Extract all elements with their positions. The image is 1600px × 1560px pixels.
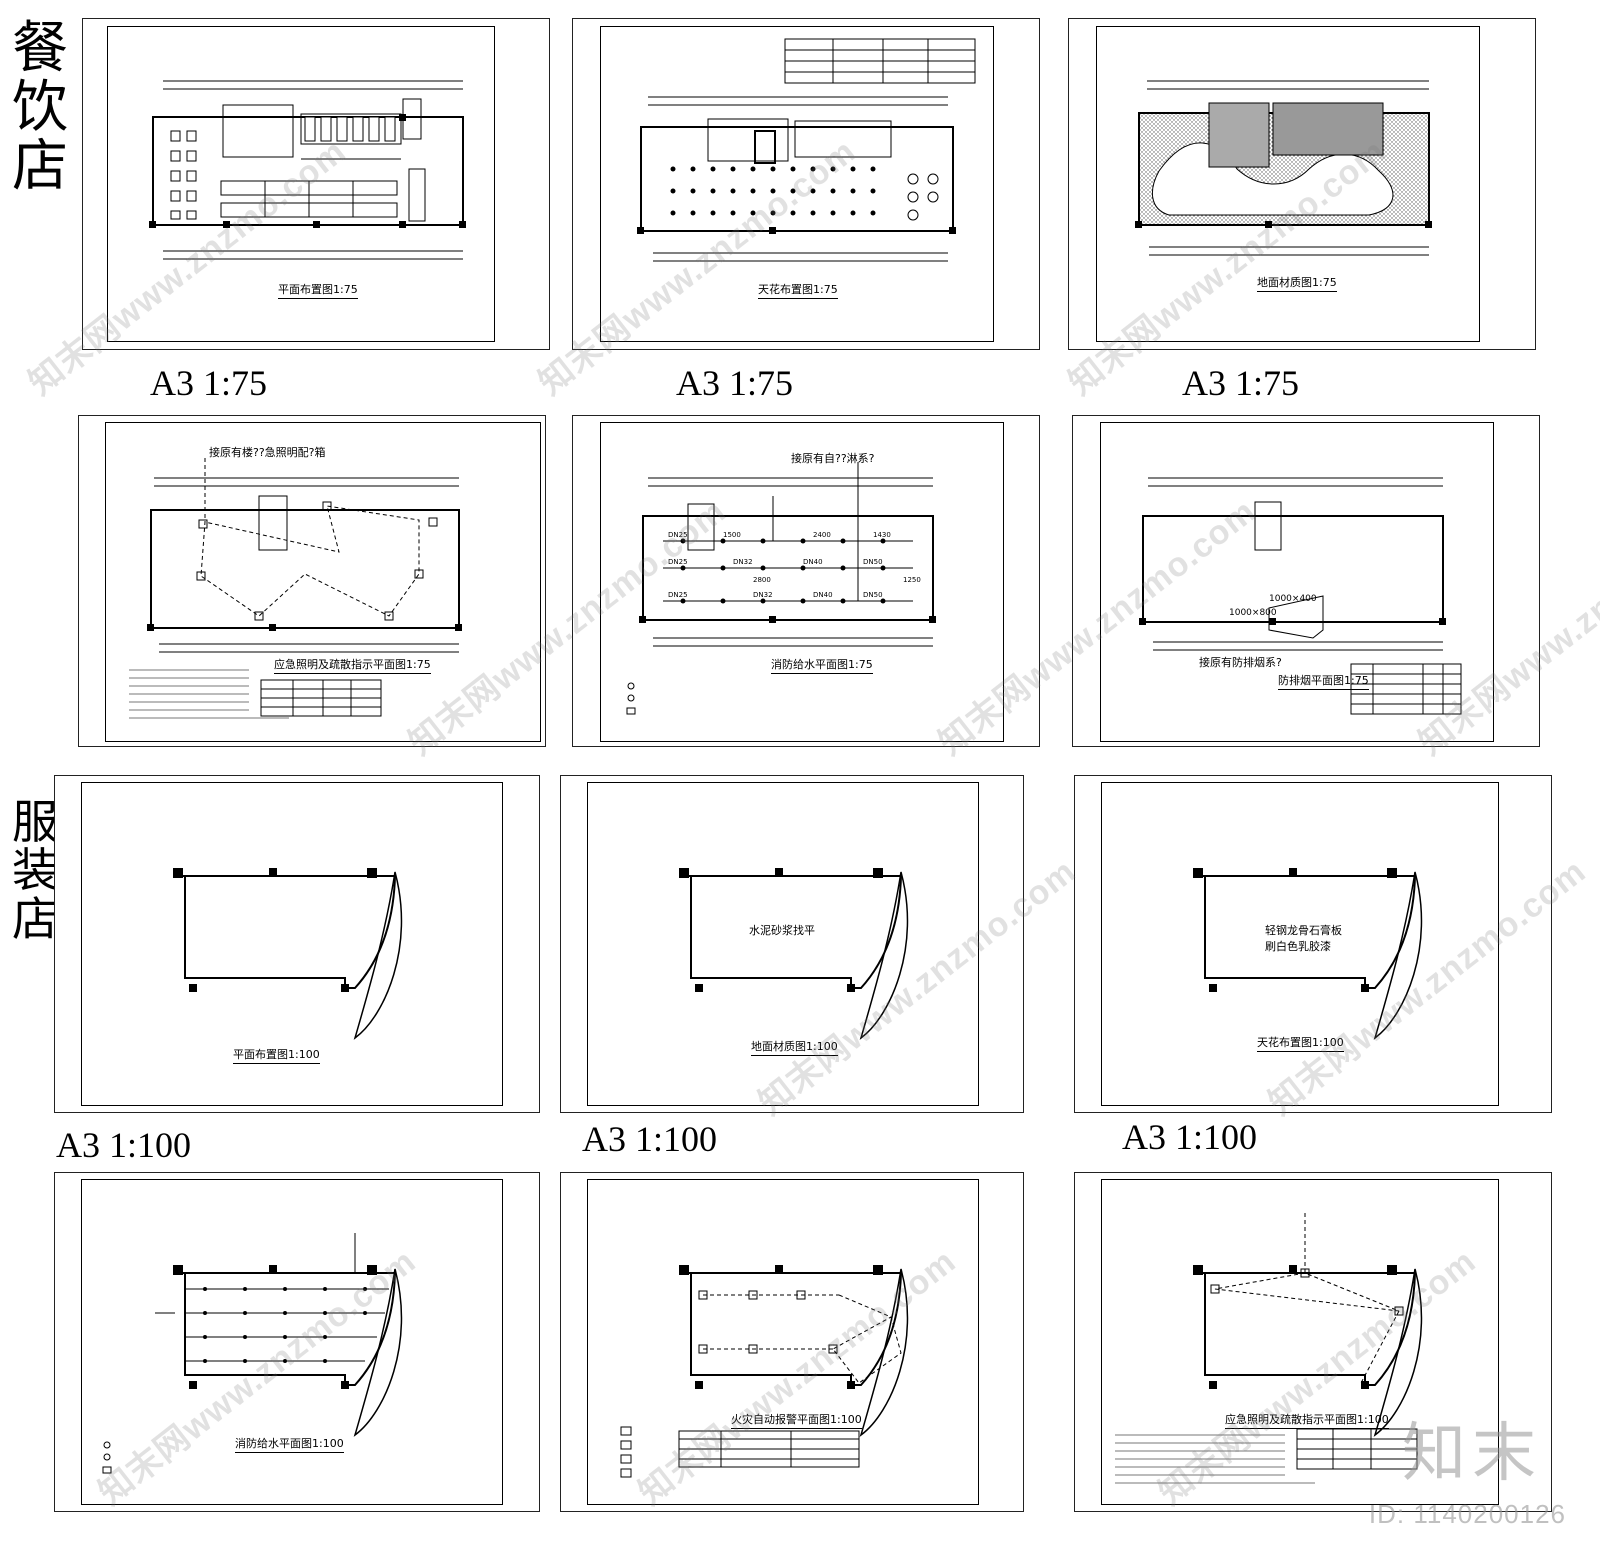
restaurant-floor-drawing [1135,80,1432,256]
pipe-label: DN25 [668,531,688,539]
scale-caption: A3 1:100 [56,1125,191,1165]
clothing-plan-drawing [173,868,403,1040]
clothing-ceiling-sheet[interactable]: 轻钢龙骨石膏板 刷白色乳胶漆 天花布置图1:100 [1074,775,1552,1113]
brand-logo: 知末 [1402,1417,1542,1491]
clothing-emergency-sheet[interactable]: 应急照明及疏散指示平面图1:100 [1074,1172,1552,1512]
pipe-label: DN32 [753,591,773,599]
pipe-label: 1500 [723,531,741,539]
section-label-clothing: 服装店 [12,795,58,946]
clothing-floor-drawing [679,868,909,1040]
note-smoke-source: 接原有防排烟系? [1199,656,1282,669]
sheet-title: 平面布置图1:75 [278,281,358,299]
pipe-label: 1250 [903,576,921,584]
restaurant-smoke-sheet[interactable]: 1000×400 1000×800 接原有防排烟系? 防排烟平面图1:75 [1072,415,1540,747]
restaurant-emergency-sheet[interactable]: 接原有楼??急照明配?箱 应急照明及疏散指示平面图1:75 [78,415,546,747]
scale-caption: A3 1:75 [150,363,267,403]
restaurant-floor-sheet[interactable]: 地面材质图1:75 [1068,18,1536,350]
pipe-label: DN25 [668,558,688,566]
note-emergency-source: 接原有楼??急照明配?箱 [209,446,326,459]
pipe-label: DN50 [863,558,883,566]
sheet-title: 火灾自动报警平面图1:100 [731,1411,862,1429]
note-duct-size-b: 1000×800 [1229,608,1277,618]
pipe-label: DN40 [813,591,833,599]
restaurant-ceiling-sheet[interactable]: 天花布置图1:75 [572,18,1040,350]
pipe-label: DN25 [668,591,688,599]
pipe-label: DN32 [733,558,753,566]
sheet-title: 天花布置图1:75 [758,281,838,299]
scale-caption: A3 1:75 [1182,363,1299,403]
brand-id: ID: 1140200126 [1368,1499,1566,1529]
sheet-title: 应急照明及疏散指示平面图1:75 [274,656,431,674]
clothing-floor-sheet[interactable]: 水泥砂浆找平 地面材质图1:100 [560,775,1024,1113]
restaurant-emergency-drawing [129,458,462,719]
pipe-label: 2400 [813,531,831,539]
sheet-title: 消防给水平面图1:100 [235,1435,344,1453]
pipe-label: 2800 [753,576,771,584]
clothing-emergency-drawing [1115,1213,1423,1484]
floor-material-label: 水泥砂浆找平 [749,924,815,937]
restaurant-plan-sheet[interactable]: 平面布置图1:75 [82,18,550,350]
scale-caption: A3 1:100 [1122,1117,1257,1157]
sheet-title: 应急照明及疏散指示平面图1:100 [1225,1411,1389,1429]
restaurant-firewater-drawing: DN25 1500 2400 1430 DN25 DN32 DN40 DN50 … [626,462,936,715]
sheet-title: 地面材质图1:75 [1257,274,1337,292]
sheet-title: 平面布置图1:100 [233,1046,320,1064]
clothing-plan-sheet[interactable]: 平面布置图1:100 [54,775,540,1113]
clothing-ceiling-drawing [1193,868,1423,1040]
ceiling-light-grid [637,166,956,234]
ceiling-material-line2: 刷白色乳胶漆 [1265,940,1331,953]
restaurant-firewater-sheet[interactable]: DN25 1500 2400 1430 DN25 DN32 DN40 DN50 … [572,415,1040,747]
pipe-label: DN50 [863,591,883,599]
sheet-title: 防排烟平面图1:75 [1278,672,1369,690]
scale-caption: A3 1:75 [676,363,793,403]
note-sprinkler-source: 接原有自??淋系? [791,452,875,465]
note-duct-size-a: 1000×400 [1269,594,1317,604]
restaurant-plan-drawing [149,80,466,260]
clothing-firealarm-sheet[interactable]: 火灾自动报警平面图1:100 [560,1172,1024,1512]
clothing-firewater-drawing [102,1233,403,1474]
clothing-firealarm-drawing [620,1265,909,1478]
pipe-label: DN40 [803,558,823,566]
sheet-title: 消防给水平面图1:75 [771,656,873,674]
section-label-restaurant: 餐饮店 [12,16,68,199]
restaurant-ceiling-drawing [637,38,976,262]
sheet-title: 天花布置图1:100 [1257,1034,1344,1052]
ceiling-material-line1: 轻钢龙骨石膏板 [1265,924,1342,937]
pipe-label: 1430 [873,531,891,539]
clothing-firewater-sheet[interactable]: 消防给水平面图1:100 [54,1172,540,1512]
sheet-title: 地面材质图1:100 [751,1038,838,1056]
scale-caption: A3 1:100 [582,1119,717,1159]
restaurant-smoke-drawing [1139,477,1462,715]
